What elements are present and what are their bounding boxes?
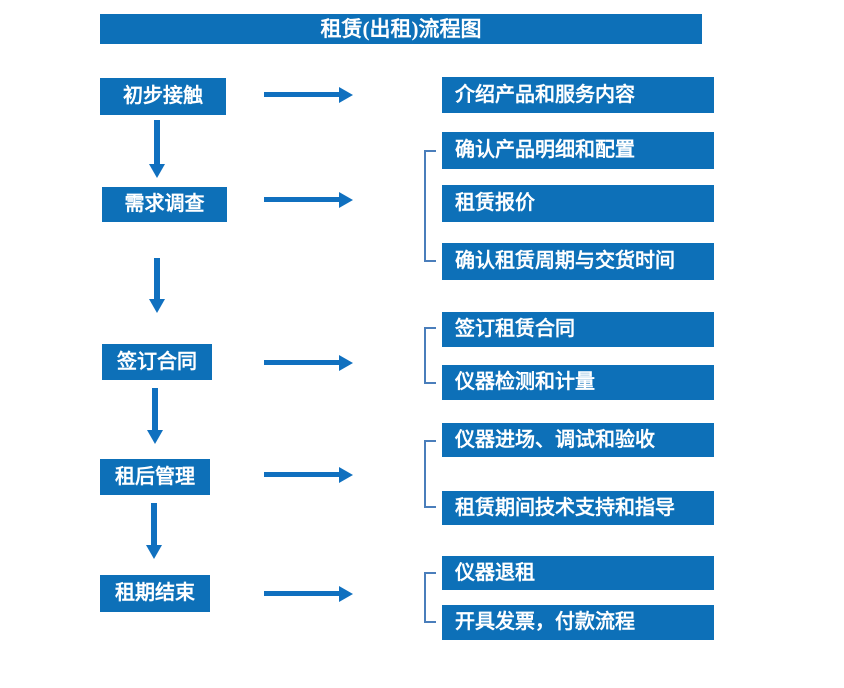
right-arrow-icon [264,354,353,371]
detail-introduce-products-services: 介绍产品和服务内容 [442,77,714,113]
detail-invoice-payment-process: 开具发票，付款流程 [442,605,714,640]
arrowhead-icon [339,585,353,602]
step-post-rental-management: 租后管理 [100,459,210,495]
step-rental-end: 租期结束 [100,575,210,612]
right-arrow-icon [264,466,353,483]
arrowhead-icon [147,430,163,444]
step-initial-contact: 初步接触 [100,78,226,115]
arrowhead-icon [146,545,162,559]
down-arrow-icon [149,258,165,313]
arrowhead-icon [339,354,353,371]
right-arrow-icon [264,86,353,103]
detail-sign-rental-contract: 签订租赁合同 [442,312,714,347]
arrowhead-icon [339,466,353,483]
group-bracket [424,327,436,384]
group-bracket [424,572,436,623]
right-arrow-icon [264,585,353,602]
arrowhead-icon [149,299,165,313]
detail-instrument-return: 仪器退租 [442,556,714,590]
detail-instrument-entry-debug-acceptance: 仪器进场、调试和验收 [442,423,714,457]
right-arrow-icon [264,191,353,208]
detail-instrument-testing-metering: 仪器检测和计量 [442,365,714,400]
down-arrow-icon [146,503,162,559]
detail-rental-tech-support-guidance: 租赁期间技术支持和指导 [442,491,714,525]
page-title: 租赁(出租)流程图 [100,14,702,44]
arrowhead-icon [339,86,353,103]
down-arrow-icon [147,388,163,444]
detail-confirm-rental-period-delivery: 确认租赁周期与交货时间 [442,243,714,280]
down-arrow-icon [149,120,165,178]
arrowhead-icon [339,191,353,208]
detail-confirm-product-details-config: 确认产品明细和配置 [442,132,714,169]
step-demand-survey: 需求调查 [102,187,227,222]
detail-rental-quotation: 租赁报价 [442,185,714,222]
step-sign-contract: 签订合同 [102,344,212,380]
arrowhead-icon [149,164,165,178]
group-bracket [424,150,436,262]
group-bracket [424,440,436,508]
